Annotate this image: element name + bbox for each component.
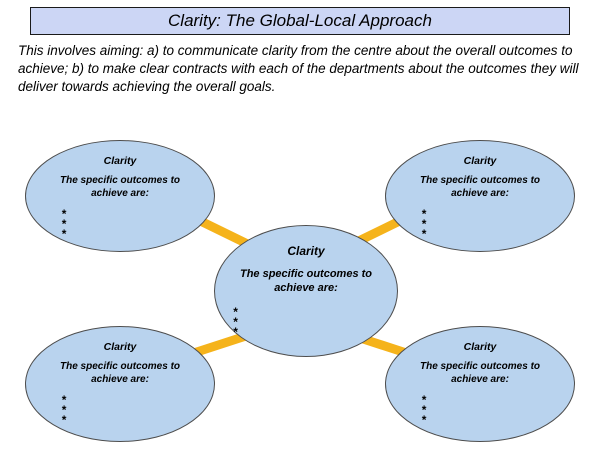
node-subheading: The specific outcomes to achieve are:	[419, 361, 541, 385]
node-center: Clarity The specific outcomes to achieve…	[214, 225, 398, 357]
title-box: Clarity: The Global-Local Approach	[30, 7, 570, 35]
bullet-asterisk: *	[233, 304, 238, 319]
bullet-asterisk: *	[61, 217, 67, 231]
node-subheading: The specific outcomes to achieve are:	[59, 175, 181, 199]
node-heading: Clarity	[287, 244, 325, 258]
bullet-asterisk: *	[233, 324, 238, 339]
node-bullets: * * *	[26, 393, 214, 427]
bullet-asterisk: *	[233, 314, 238, 329]
bullet-asterisk: *	[421, 217, 427, 231]
bullet-asterisk: *	[421, 227, 427, 241]
bullet-asterisk: *	[421, 413, 427, 427]
node-bottom-left: Clarity The specific outcomes to achieve…	[25, 326, 215, 442]
node-bullets: * * *	[386, 207, 574, 241]
node-heading: Clarity	[463, 341, 497, 353]
bullet-asterisk: *	[421, 403, 427, 417]
node-subheading: The specific outcomes to achieve are:	[419, 175, 541, 199]
node-heading: Clarity	[103, 155, 137, 167]
node-top-left: Clarity The specific outcomes to achieve…	[25, 140, 215, 252]
bullet-asterisk: *	[61, 227, 67, 241]
bullet-asterisk: *	[61, 393, 67, 407]
node-bullets: * * *	[215, 304, 397, 339]
bullet-asterisk: *	[61, 403, 67, 417]
node-heading: Clarity	[463, 155, 497, 167]
bullet-asterisk: *	[421, 393, 427, 407]
node-bottom-right: Clarity The specific outcomes to achieve…	[385, 326, 575, 442]
intro-text: This involves aiming: a) to communicate …	[18, 43, 579, 95]
node-top-right: Clarity The specific outcomes to achieve…	[385, 140, 575, 252]
node-subheading: The specific outcomes to achieve are:	[239, 268, 373, 294]
node-heading: Clarity	[103, 341, 137, 353]
bullet-asterisk: *	[61, 207, 67, 221]
bullet-asterisk: *	[421, 207, 427, 221]
node-subheading: The specific outcomes to achieve are:	[59, 361, 181, 385]
page-title: Clarity: The Global-Local Approach	[168, 11, 432, 30]
bullet-asterisk: *	[61, 413, 67, 427]
node-bullets: * * *	[386, 393, 574, 427]
node-bullets: * * *	[26, 207, 214, 241]
